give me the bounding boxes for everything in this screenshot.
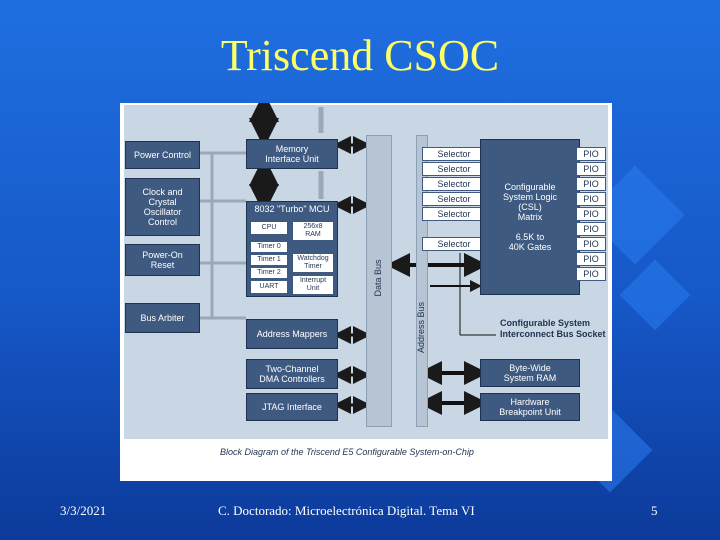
bus-socket-label: Configurable System Interconnect Bus Soc… bbox=[500, 318, 606, 339]
address-mappers-block: Address Mappers bbox=[246, 319, 338, 349]
timer0-block: Timer 0 bbox=[250, 241, 288, 253]
uart-block: UART bbox=[250, 280, 288, 294]
watchdog-block: Watchdog Timer bbox=[292, 253, 334, 273]
slide-title: Triscend CSOC bbox=[220, 31, 500, 80]
address-bus-label: Address Bus bbox=[416, 301, 426, 353]
data-bus-label: Data Bus bbox=[373, 259, 383, 297]
data-bus bbox=[366, 135, 392, 427]
power-control-block: Power Control bbox=[125, 141, 200, 169]
selector-block: Selector bbox=[422, 177, 486, 191]
dma-controllers-block: Two-Channel DMA Controllers bbox=[246, 359, 338, 389]
pio-block: PIO bbox=[576, 222, 606, 236]
jtag-interface-block: JTAG Interface bbox=[246, 393, 338, 421]
clock-oscillator-block: Clock and Crystal Oscillator Control bbox=[125, 178, 200, 236]
footer-date: 3/3/2021 bbox=[60, 503, 107, 518]
block-diagram-figure: Power Control Clock and Crystal Oscillat… bbox=[120, 103, 612, 481]
background-diamond bbox=[619, 259, 691, 331]
selector-block: Selector bbox=[422, 237, 486, 251]
pio-block: PIO bbox=[576, 147, 606, 161]
diagram-caption: Block Diagram of the Triscend E5 Configu… bbox=[220, 447, 474, 457]
mcu-title: 8032 "Turbo" MCU bbox=[254, 204, 330, 214]
cpu-block: CPU bbox=[250, 221, 288, 235]
selector-block: Selector bbox=[422, 192, 486, 206]
timer1-block: Timer 1 bbox=[250, 254, 288, 266]
selector-block: Selector bbox=[422, 147, 486, 161]
pio-block: PIO bbox=[576, 177, 606, 191]
pio-block: PIO bbox=[576, 252, 606, 266]
power-on-reset-block: Power-On Reset bbox=[125, 244, 200, 276]
memory-interface-unit: Memory Interface Unit bbox=[246, 139, 338, 169]
diagram-connectors bbox=[200, 103, 496, 415]
pio-block: PIO bbox=[576, 267, 606, 281]
footer-course: C. Doctorado: Microelectrónica Digital. … bbox=[218, 503, 475, 518]
breakpoint-unit-block: Hardware Breakpoint Unit bbox=[480, 393, 580, 421]
system-ram-block: Byte-Wide System RAM bbox=[480, 359, 580, 387]
pio-block: PIO bbox=[576, 207, 606, 221]
selector-block: Selector bbox=[422, 162, 486, 176]
pio-block: PIO bbox=[576, 162, 606, 176]
bus-arbiter-block: Bus Arbiter bbox=[125, 303, 200, 333]
pio-block: PIO bbox=[576, 192, 606, 206]
footer-page-number: 5 bbox=[651, 503, 658, 518]
interrupt-block: Interrupt Unit bbox=[292, 275, 334, 295]
timer2-block: Timer 2 bbox=[250, 267, 288, 279]
csl-matrix-block: Configurable System Logic (CSL) Matrix 6… bbox=[480, 139, 580, 295]
pio-block: PIO bbox=[576, 237, 606, 251]
selector-block: Selector bbox=[422, 207, 486, 221]
ram-block: 256x8 RAM bbox=[292, 221, 334, 241]
